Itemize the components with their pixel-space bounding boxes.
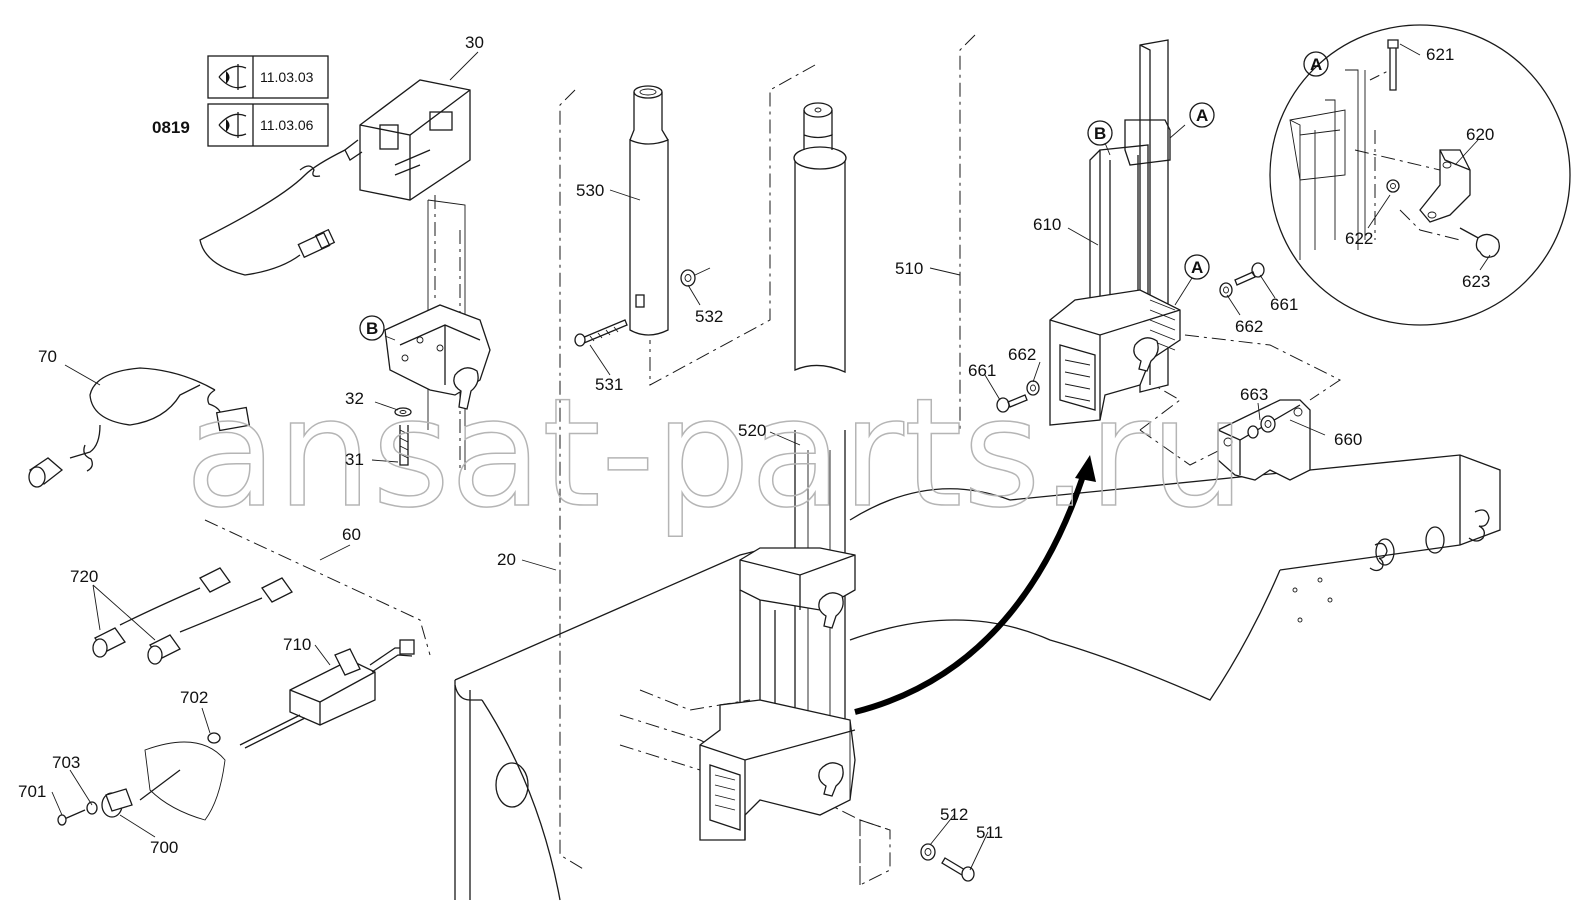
inner-tube-530: [629, 85, 669, 336]
label-520: 520: [738, 421, 766, 440]
label-660: 660: [1334, 430, 1362, 449]
hidden-block: [859, 819, 891, 886]
label-610: 610: [1033, 215, 1061, 234]
label-623: 623: [1462, 272, 1490, 291]
callout-a-upper: A: [1196, 106, 1208, 125]
bolt-661-left: [996, 394, 1028, 413]
washer-32: [394, 407, 412, 417]
detail-a-circle: [1269, 24, 1571, 326]
callouts: B B A A A: [359, 51, 1329, 341]
bracket-660: [1217, 399, 1311, 481]
ref-label-1: 11.03.03: [260, 69, 314, 85]
label-620: 620: [1466, 125, 1494, 144]
callout-a-detail: A: [1310, 55, 1322, 74]
label-31: 31: [345, 450, 364, 469]
part-labels: 30 70 32 31 60 720 710 702 703 701 700 5…: [18, 33, 1494, 857]
control-box-30: [199, 79, 471, 276]
label-510: 510: [895, 259, 923, 278]
frame-beam: [454, 454, 1501, 901]
sensor-700-group: [57, 732, 226, 826]
label-532: 532: [695, 307, 723, 326]
washer-662-left: [1026, 380, 1040, 396]
watermark-text: ansat-parts.ru: [185, 367, 1245, 541]
label-20: 20: [497, 550, 516, 569]
label-661-right: 661: [1270, 295, 1298, 314]
label-530: 530: [576, 181, 604, 200]
eye-icon: [218, 112, 247, 138]
group-label: 0819: [152, 118, 190, 137]
label-663: 663: [1240, 385, 1268, 404]
label-702: 702: [180, 688, 208, 707]
label-720: 720: [70, 567, 98, 586]
bolt-661-right: [1234, 262, 1265, 286]
label-511: 511: [976, 823, 1003, 842]
callout-a-lower: A: [1191, 258, 1203, 277]
label-60: 60: [342, 525, 361, 544]
nut-663: [1247, 415, 1276, 439]
sensor-cables-720: [92, 567, 293, 665]
lower-assembly-20: [699, 430, 856, 841]
label-32: 32: [345, 389, 364, 408]
relocation-arrow: [854, 455, 1096, 715]
eye-icon: [218, 64, 247, 90]
ref-label-2: 11.03.06: [260, 117, 314, 133]
label-701: 701: [18, 782, 46, 801]
label-531: 531: [595, 375, 623, 394]
label-700: 700: [150, 838, 178, 857]
label-703: 703: [52, 753, 80, 772]
outer-tube-520: [793, 102, 847, 373]
bolt-31: [399, 425, 409, 466]
label-710: 710: [283, 635, 311, 654]
label-621: 621: [1426, 45, 1454, 64]
cable-70: [28, 367, 251, 488]
upper-bracket-b: [384, 199, 491, 470]
washer-662-right: [1219, 282, 1233, 298]
label-30: 30: [465, 33, 484, 52]
label-622: 622: [1345, 229, 1373, 248]
label-70: 70: [38, 347, 57, 366]
nut-532: [680, 267, 711, 287]
bolt-511: [941, 857, 975, 882]
callout-b-right: B: [1094, 124, 1106, 143]
label-662-left: 662: [1008, 345, 1036, 364]
washer-512: [920, 843, 936, 861]
label-512: 512: [940, 805, 968, 824]
label-661-left: 661: [968, 361, 996, 380]
upper-right-assembly-510: [1049, 39, 1181, 426]
label-662-right: 662: [1235, 317, 1263, 336]
leader-lines: [51, 43, 1491, 871]
reference-box: 11.03.03 11.03.06 0819: [152, 55, 329, 147]
callout-b-left: B: [366, 319, 378, 338]
bolt-531: [574, 319, 628, 347]
junction-710: [239, 639, 415, 749]
